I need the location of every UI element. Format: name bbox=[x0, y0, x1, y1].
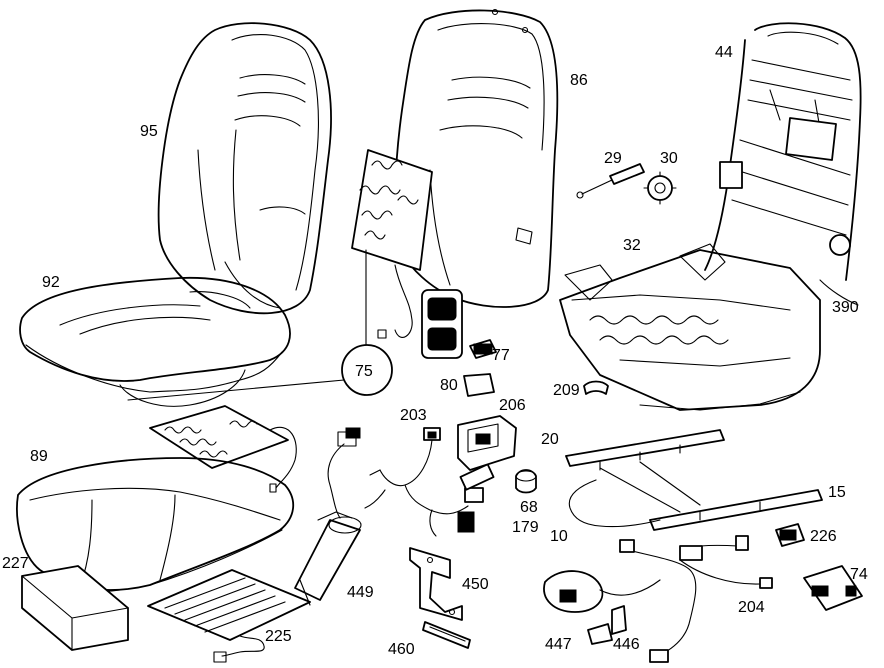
heater-mat-225 bbox=[147, 569, 311, 663]
seat-heating-mat bbox=[149, 405, 297, 493]
callout-206: 206 bbox=[499, 397, 526, 414]
callout-20: 20 bbox=[541, 431, 559, 448]
callout-29: 29 bbox=[604, 150, 622, 167]
callout-95: 95 bbox=[140, 123, 158, 140]
callout-75: 75 bbox=[355, 363, 373, 380]
seat-heater-75 bbox=[127, 149, 433, 401]
callout-68: 68 bbox=[520, 499, 538, 516]
clip-209 bbox=[583, 380, 609, 395]
callout-203: 203 bbox=[400, 407, 427, 424]
callout-labels: 95 86 44 29 30 32 390 92 75 77 80 209 20… bbox=[2, 44, 868, 658]
callout-10: 10 bbox=[550, 528, 568, 545]
backrest-cover-95 bbox=[157, 22, 332, 315]
cap-80 bbox=[463, 373, 495, 397]
module-74 bbox=[803, 565, 863, 611]
seat-switch-panel bbox=[421, 289, 463, 359]
connector-226 bbox=[775, 523, 805, 547]
callout-44: 44 bbox=[715, 44, 733, 61]
knob-68-179 bbox=[515, 469, 537, 494]
callout-15: 15 bbox=[828, 484, 846, 501]
callout-86: 86 bbox=[570, 72, 588, 89]
callout-447: 447 bbox=[545, 636, 572, 653]
strip-460 bbox=[422, 621, 471, 649]
callout-80: 80 bbox=[440, 377, 458, 394]
callout-77: 77 bbox=[492, 347, 510, 364]
callout-390: 390 bbox=[832, 299, 859, 316]
callout-446: 446 bbox=[613, 636, 640, 653]
callout-32: 32 bbox=[623, 237, 641, 254]
callout-30: 30 bbox=[660, 150, 678, 167]
callout-450: 450 bbox=[462, 576, 489, 593]
callout-92: 92 bbox=[42, 274, 60, 291]
seat-motor-449 bbox=[294, 427, 362, 606]
seat-frame-44 bbox=[559, 22, 862, 411]
gear-30 bbox=[643, 171, 677, 205]
switch-housing-206 bbox=[457, 415, 517, 471]
wiring-harness-203 bbox=[364, 427, 495, 537]
callout-226: 226 bbox=[810, 528, 837, 545]
seat-cushion-92 bbox=[19, 276, 291, 407]
callout-179: 179 bbox=[512, 519, 539, 536]
callout-204: 204 bbox=[738, 599, 765, 616]
bracket-450 bbox=[409, 547, 463, 621]
callout-209: 209 bbox=[553, 382, 580, 399]
callout-89: 89 bbox=[30, 448, 48, 465]
switch-77 bbox=[469, 339, 497, 359]
callout-460: 460 bbox=[388, 641, 415, 658]
callout-74: 74 bbox=[850, 566, 868, 583]
callout-225: 225 bbox=[265, 628, 292, 645]
callout-227: 227 bbox=[2, 555, 29, 572]
seat-rails-20-15 bbox=[565, 429, 823, 531]
seat-bolster-227 bbox=[21, 565, 129, 651]
callout-449: 449 bbox=[347, 584, 374, 601]
harness-204-447-446 bbox=[543, 535, 773, 663]
gas-strut-29 bbox=[576, 163, 645, 199]
